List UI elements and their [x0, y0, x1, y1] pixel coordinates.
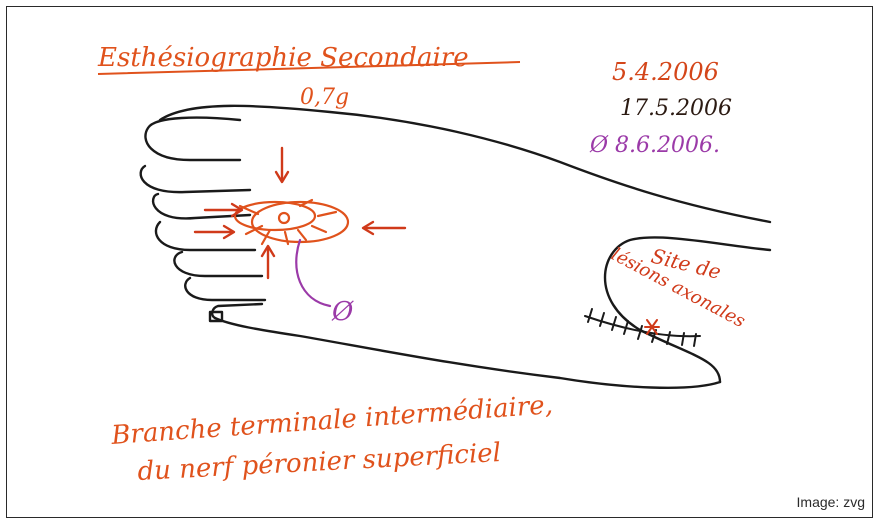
sensory-zone: [235, 200, 348, 244]
null-symbol: Ø: [331, 297, 354, 327]
pressure-value: 0,7g: [300, 85, 349, 110]
image-credit: Image: zvg: [797, 494, 865, 510]
date-2: 17.5.2006: [620, 96, 732, 121]
pressure-arrows: [195, 148, 405, 278]
date-3: Ø 8.6.2006.: [589, 133, 720, 158]
nerve-pointer-line: [296, 240, 330, 306]
lesion-scar: [585, 309, 700, 346]
date-1: 5.4.2006: [612, 58, 719, 86]
